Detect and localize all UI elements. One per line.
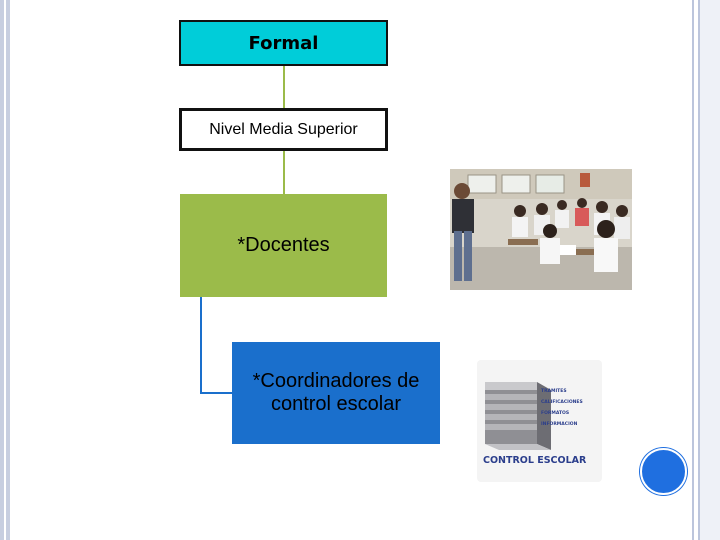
docentes-box: *Docentes — [180, 194, 387, 297]
logo-item: INFORMACION — [541, 422, 578, 427]
connector-docentes-coordinadores-vertical — [200, 297, 202, 393]
control-escolar-logo: TRAMITES CALIFICACIONES FORMATOS INFORMA… — [477, 360, 602, 482]
logo-title: CONTROL ESCOLAR — [483, 455, 587, 466]
logo-item: CALIFICACIONES — [541, 400, 583, 405]
slide-left-border — [0, 0, 10, 540]
logo-item: TRAMITES — [541, 389, 567, 394]
classroom-photo — [450, 169, 632, 290]
formal-box: Formal — [179, 20, 388, 66]
nivel-media-superior-box: Nivel Media Superior — [179, 108, 388, 151]
coordinadores-label: *Coordinadores de control escolar — [253, 370, 420, 416]
formal-label: Formal — [248, 32, 319, 54]
logo-items: TRAMITES CALIFICACIONES FORMATOS INFORMA… — [541, 386, 583, 430]
logo-item: FORMATOS — [541, 411, 570, 416]
decorative-circle — [640, 448, 687, 495]
nivel-label: Nivel Media Superior — [209, 120, 358, 138]
connector-formal-nivel — [283, 66, 285, 108]
coordinadores-line-1: *Coordinadores de — [252, 370, 420, 392]
docentes-label: *Docentes — [237, 234, 330, 256]
coordinadores-box: *Coordinadores de control escolar — [232, 342, 440, 444]
coordinadores-line-2: control escolar — [270, 393, 402, 415]
connector-docentes-coordinadores-horizontal — [200, 392, 232, 394]
connector-nivel-docentes — [283, 151, 285, 194]
slide-right-border — [690, 0, 720, 540]
